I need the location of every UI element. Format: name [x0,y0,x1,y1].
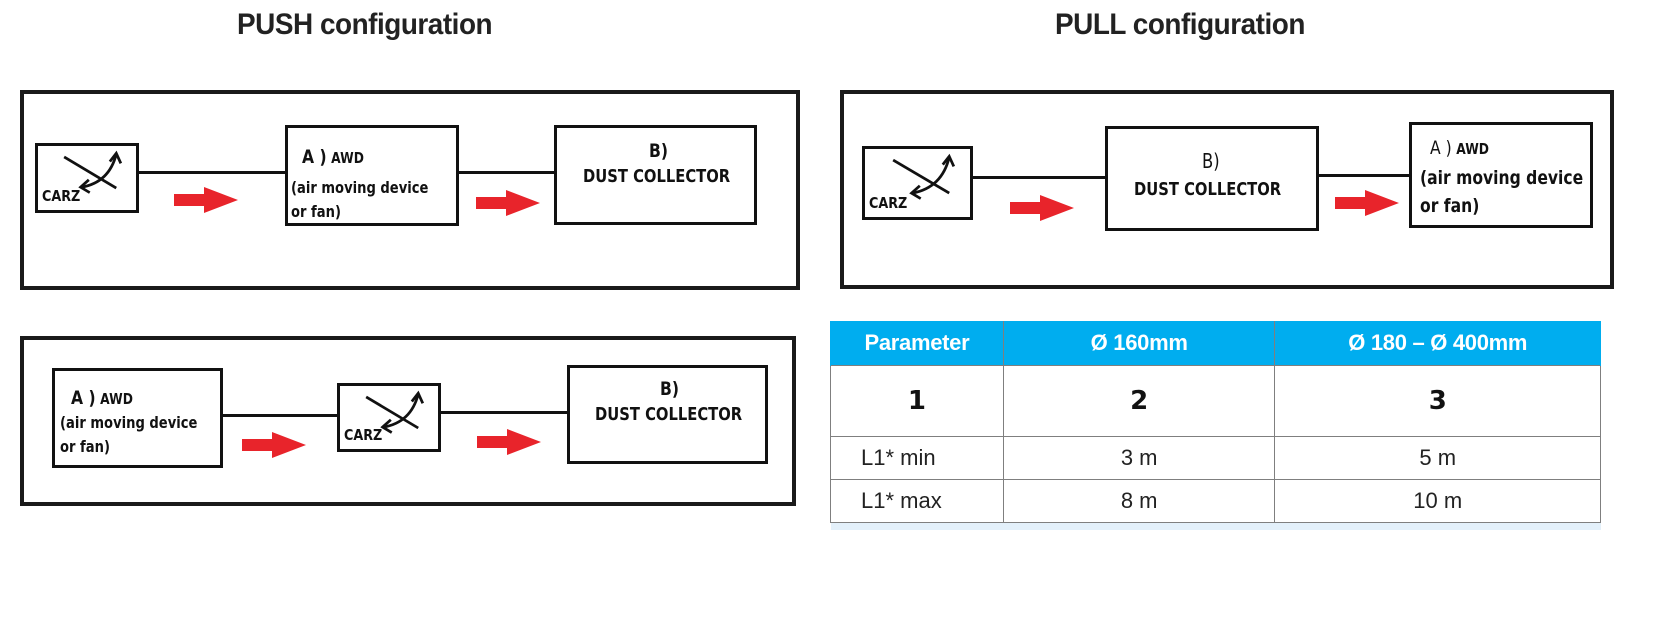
table-cell: 3 m [1002,436,1276,480]
dust-collector-label: DUST COLLECTOR [1134,179,1282,200]
column-header: Ø 180 – Ø 400mm [1274,321,1601,366]
flow-arrow-icon [476,190,540,216]
duct-line [139,171,285,174]
awd-label: A ) AWD [302,146,364,168]
table-cell: L1* max [830,479,1004,523]
awd-description: (air moving device [291,178,429,197]
table-cell: 2 [1002,365,1276,437]
damper-icon [892,153,956,200]
duct-line [459,171,555,174]
table-row: L1* min 3 m 5 m [830,436,1601,480]
awd-box: A ) AWD (air moving device or fan) [285,125,459,226]
dust-collector-label: DUST COLLECTOR [595,404,743,425]
awd-description: (air moving device [60,413,198,432]
damper-icon [63,150,123,194]
awd-description-2: or fan) [291,202,341,221]
dust-collector-label: DUST COLLECTOR [583,166,731,187]
carz-box: CARZ [337,383,441,452]
pull-title: PULL configuration [1055,8,1305,41]
column-header: Ø 160mm [1002,321,1276,366]
flow-arrow-icon [174,187,238,213]
duct-line [973,176,1105,179]
awd-description-2: or fan) [60,437,110,456]
awd-box: A ) AWD (air moving device or fan) [1409,122,1593,228]
dust-collector-box: B) DUST COLLECTOR [567,365,768,464]
carz-box: CARZ [35,143,139,213]
table-cell: 3 [1274,365,1601,437]
table-cell: 8 m [1002,479,1276,523]
duct-line [223,414,337,417]
dust-collector-box: B) DUST COLLECTOR [1105,126,1319,231]
push-title: PUSH configuration [237,8,493,41]
parameter-table: Parameter Ø 160mm Ø 180 – Ø 400mm 1 2 3 … [830,321,1601,523]
awd-label: A ) AWD [1430,137,1490,159]
damper-icon [365,390,425,434]
awd-description-2: or fan) [1420,195,1480,217]
carz-label: CARZ [344,426,383,444]
carz-label: CARZ [869,194,908,212]
flow-arrow-icon [242,432,306,458]
carz-box: CARZ [862,146,973,220]
column-header: Parameter [830,321,1004,366]
table-cell: 5 m [1274,436,1601,480]
duct-line [1319,174,1409,177]
table-cell: 10 m [1274,479,1601,523]
dust-collector-prefix: B) [660,378,680,400]
dust-collector-prefix: B) [1202,149,1220,173]
table-header-row: Parameter Ø 160mm Ø 180 – Ø 400mm [830,321,1601,366]
awd-label: A ) AWD [71,387,133,409]
awd-description: (air moving device [1420,167,1584,189]
flow-arrow-icon [1010,195,1074,221]
table-row: 1 2 3 [830,365,1601,437]
carz-label: CARZ [42,187,81,205]
dust-collector-box: B) DUST COLLECTOR [554,125,757,225]
table-footer-strip [831,523,1601,530]
duct-line [441,411,568,414]
dust-collector-prefix: B) [649,140,669,162]
flow-arrow-icon [477,429,541,455]
table-cell: L1* min [830,436,1004,480]
table-row: L1* max 8 m 10 m [830,479,1601,523]
awd-box: A ) AWD (air moving device or fan) [52,368,223,468]
table-cell: 1 [830,365,1004,437]
flow-arrow-icon [1335,190,1399,216]
